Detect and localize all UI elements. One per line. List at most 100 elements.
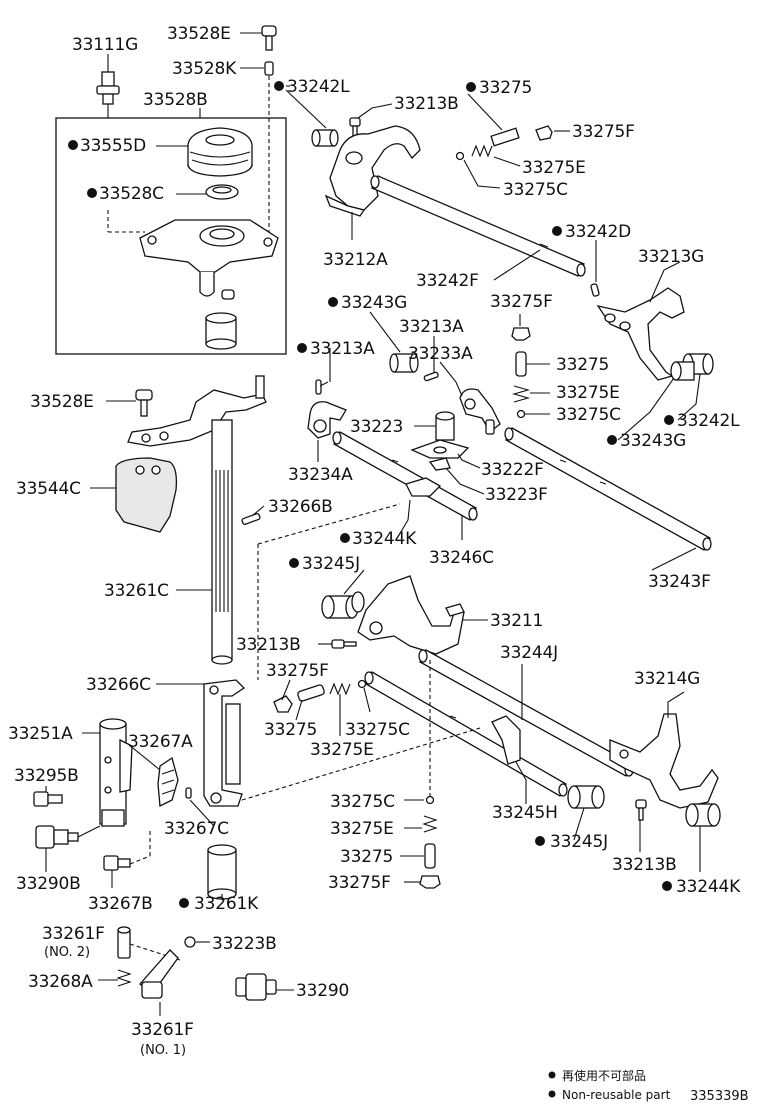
fork-shaft-group-center <box>307 353 501 521</box>
label-33242L-top: 33242L <box>287 77 350 97</box>
part-33275-top <box>490 127 520 147</box>
leader-lines <box>45 32 701 1016</box>
part-33275E-mid <box>511 385 531 403</box>
part-33111G <box>96 71 120 118</box>
label-33528E-top: 33528E <box>167 24 231 44</box>
part-33261F-no2 <box>117 926 131 959</box>
label-33528B: 33528B <box>143 90 208 110</box>
label-33275F-low: 33275F <box>266 661 329 681</box>
part-33223-sleeve <box>435 411 455 441</box>
fork-shaft-group-right <box>504 283 714 551</box>
label-33275E-bottom: 33275E <box>330 819 394 839</box>
part-33213B-bottom <box>635 799 647 821</box>
part-33233A <box>459 388 501 435</box>
part-33528K <box>264 61 274 76</box>
label-no1: (NO. 1) <box>140 1043 186 1058</box>
label-33275E-low: 33275E <box>310 740 374 760</box>
part-inset-pin <box>221 289 235 300</box>
label-33244K-bottom: 33244K <box>676 877 741 897</box>
label-33243G-right: 33243G <box>620 431 686 451</box>
part-33211-fork <box>357 575 465 655</box>
label-33242F: 33242F <box>416 271 479 291</box>
part-33234A <box>307 401 347 439</box>
label-33261F-no1: 33261F <box>131 1020 194 1040</box>
part-33544C <box>115 457 178 533</box>
part-33213A-mid <box>423 371 439 382</box>
label-33266B: 33266B <box>268 497 333 517</box>
legend-dot-jp <box>548 1071 556 1079</box>
label-33555D: 33555D <box>80 136 146 156</box>
label-33244J: 33244J <box>500 643 558 663</box>
label-33275-top: 33275 <box>479 78 532 98</box>
label-33275C-top: 33275C <box>503 180 568 200</box>
part-33244K-bottom <box>685 803 721 827</box>
label-33275F-top: 33275F <box>572 122 635 142</box>
part-33214G-fork <box>609 713 719 809</box>
part-33275E-bottom <box>422 815 438 833</box>
part-33295B <box>33 791 63 807</box>
label-33212A: 33212A <box>323 250 388 270</box>
part-33275C-bottom <box>425 795 435 805</box>
part-33290B <box>35 825 101 849</box>
label-33528C: 33528C <box>99 184 164 204</box>
assembly-box-33528B <box>55 117 287 355</box>
legend-jp-text: 再使用不可部品 <box>562 1068 646 1083</box>
legend: 再使用不可部品 Non-reusable part 335339B <box>548 1068 749 1104</box>
label-33223F: 33223F <box>485 485 548 505</box>
label-33275-mid: 33275 <box>556 355 609 375</box>
label-33295B: 33295B <box>14 766 79 786</box>
part-33261C-shaft <box>211 419 233 665</box>
label-33223B: 33223B <box>212 934 277 954</box>
label-33275C-bottom: 33275C <box>330 792 395 812</box>
part-33245J-top <box>321 591 365 619</box>
part-33275-mid <box>515 351 527 377</box>
label-33275-bottom: 33275 <box>340 847 393 867</box>
part-33223B-ball <box>184 936 196 948</box>
part-33268A-spring <box>116 969 132 987</box>
label-no2: (NO. 2) <box>44 945 90 960</box>
label-33234A: 33234A <box>288 465 353 485</box>
part-33251A <box>99 718 133 827</box>
part-labels: 33111G 33528E 33528K 33528B 33555D 33528… <box>8 24 741 1058</box>
part-33242L-right <box>670 353 714 381</box>
part-33275E-low <box>329 682 351 696</box>
part-33261K <box>207 844 237 900</box>
part-33528E-left <box>135 389 153 417</box>
label-33528E-left: 33528E <box>30 392 94 412</box>
label-33213B-bottom: 33213B <box>612 855 677 875</box>
label-33211: 33211 <box>490 611 543 631</box>
label-33275F-bottom: 33275F <box>328 873 391 893</box>
part-33223F <box>428 457 451 471</box>
part-33246C-rail <box>332 431 478 521</box>
shift-lever-shaft-group <box>115 375 401 680</box>
part-33267B <box>103 855 131 871</box>
label-33213B-top: 33213B <box>394 94 459 114</box>
label-33242L-right: 33242L <box>677 411 740 431</box>
part-33275C-top <box>455 151 465 161</box>
part-33275F-low <box>273 695 293 713</box>
part-33290 <box>235 973 277 1001</box>
label-33290: 33290 <box>296 981 349 1001</box>
part-33213A-left <box>315 379 322 395</box>
label-33213A-mid: 33213A <box>399 317 464 337</box>
label-33275-low: 33275 <box>264 720 317 740</box>
part-33275E-top <box>471 144 493 158</box>
shift-selector-group <box>33 679 481 900</box>
label-33213B-mid: 33213B <box>236 635 301 655</box>
label-33214G: 33214G <box>634 669 700 689</box>
label-33275C-mid: 33275C <box>556 405 621 425</box>
legend-en-text: Non-reusable part <box>562 1088 671 1102</box>
selector-pin-group <box>116 926 277 1001</box>
label-33244K: 33244K <box>352 529 417 549</box>
label-33267B: 33267B <box>88 894 153 914</box>
label-33246C: 33246C <box>429 548 494 568</box>
part-shift-lever-retainer <box>139 219 279 297</box>
label-33213A-left: 33213A <box>310 339 375 359</box>
part-33275F-bottom <box>419 875 441 889</box>
label-33233A: 33233A <box>408 344 473 364</box>
part-33245J-bottom <box>567 785 605 809</box>
label-33242D: 33242D <box>565 222 631 242</box>
label-33268A: 33268A <box>28 972 93 992</box>
label-33213G: 33213G <box>638 247 704 267</box>
